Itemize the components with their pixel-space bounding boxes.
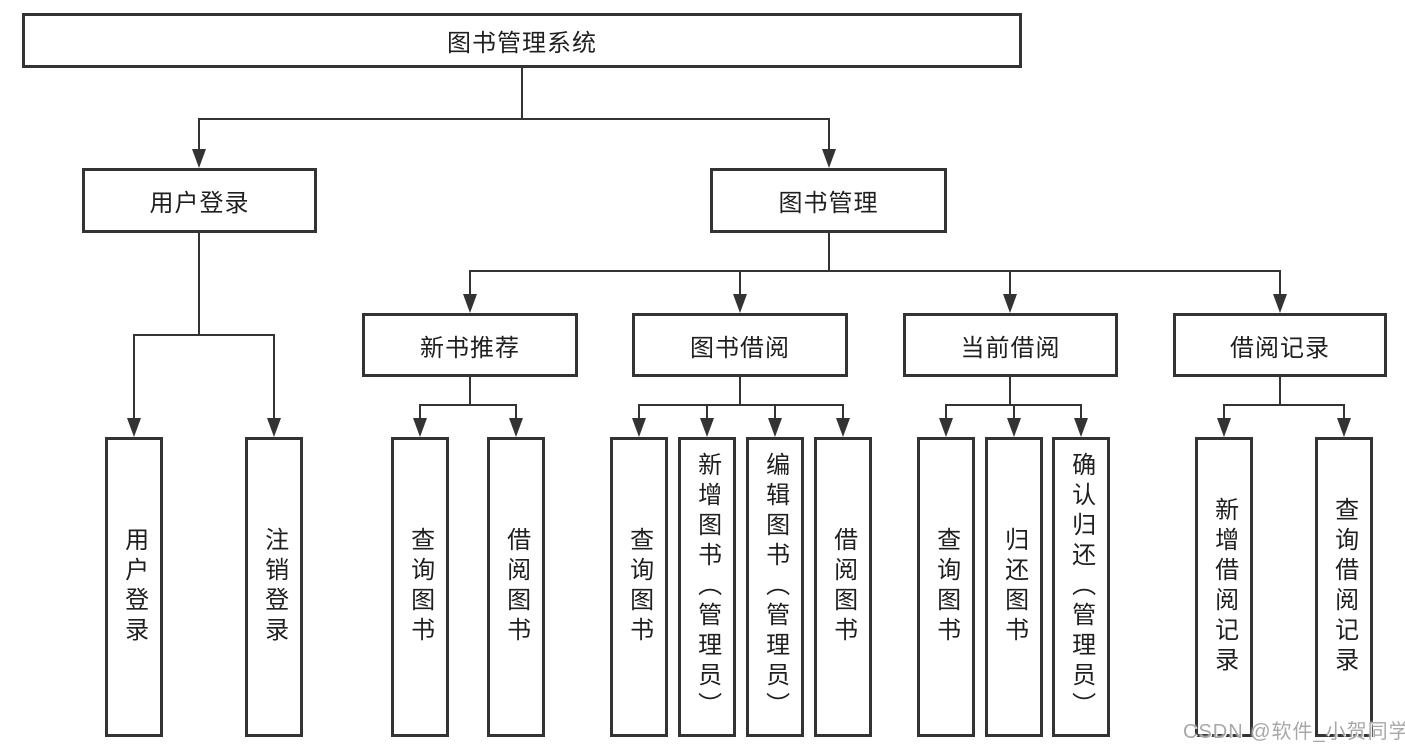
connector-segment xyxy=(1013,404,1015,419)
connector-segment xyxy=(1009,270,1011,296)
connector-segment xyxy=(1343,404,1345,419)
arrowhead xyxy=(836,418,850,437)
node-current-borrowing: 当前借阅 xyxy=(903,313,1118,377)
node-book-management: 图书管理 xyxy=(710,168,947,233)
connector-segment xyxy=(469,270,1281,272)
node-label: 图书管理 xyxy=(778,190,879,217)
arrowhead xyxy=(939,418,953,437)
leaf-add-borrow-record: 新增借阅记录 xyxy=(1195,437,1253,737)
arrowhead xyxy=(1007,418,1021,437)
leaf-return-books: 归还图书 xyxy=(985,437,1043,737)
leaf-edit-books-admin: 编辑图书（管理员） xyxy=(746,437,804,737)
connector-segment xyxy=(1009,377,1011,406)
leaf-label: 确认归还（管理员） xyxy=(1067,452,1095,722)
node-label: 用户登录 xyxy=(149,190,250,217)
connector-segment xyxy=(419,404,421,419)
node-user-login: 用户登录 xyxy=(82,168,317,233)
leaf-label: 新增借阅记录 xyxy=(1210,497,1238,677)
connector-segment xyxy=(945,404,947,419)
connector-segment xyxy=(515,404,517,419)
connector-segment xyxy=(198,233,200,335)
arrowhead xyxy=(632,418,646,437)
connector-segment xyxy=(133,334,135,419)
connector-segment xyxy=(133,334,275,336)
node-borrowing-records: 借阅记录 xyxy=(1173,313,1387,377)
connector-segment xyxy=(774,404,776,419)
connector-segment xyxy=(828,118,830,150)
connector-segment xyxy=(469,270,471,296)
connector-segment xyxy=(521,68,523,119)
node-library-management-system: 图书管理系统 xyxy=(22,13,1022,68)
leaf-label: 归还图书 xyxy=(1000,527,1028,647)
leaf-borrow-books-borrowing: 借阅图书 xyxy=(814,437,872,737)
leaf-label: 编辑图书（管理员） xyxy=(761,452,789,722)
arrowhead xyxy=(1273,294,1287,313)
node-label: 借阅记录 xyxy=(1230,334,1330,362)
leaf-label: 查询图书 xyxy=(406,527,434,647)
leaf-label: 注销登录 xyxy=(260,527,288,647)
connector-segment xyxy=(842,404,844,419)
leaf-query-borrow-record: 查询借阅记录 xyxy=(1315,437,1373,737)
leaf-query-books-recommend: 查询图书 xyxy=(391,437,449,737)
connector-segment xyxy=(828,233,830,271)
leaf-query-books-borrowing: 查询图书 xyxy=(610,437,668,737)
leaf-label: 借阅图书 xyxy=(502,527,530,647)
arrowhead xyxy=(822,149,836,168)
leaf-label: 查询图书 xyxy=(625,527,653,647)
arrowhead xyxy=(463,294,477,313)
connector-segment xyxy=(419,404,517,406)
connector-segment xyxy=(739,377,741,406)
connector-segment xyxy=(1223,404,1345,406)
connector-segment xyxy=(1279,377,1281,406)
leaf-label: 查询图书 xyxy=(932,527,960,647)
node-book-borrowing: 图书借阅 xyxy=(632,313,848,377)
node-label: 当前借阅 xyxy=(960,334,1061,362)
node-label: 图书管理系统 xyxy=(447,30,597,57)
leaf-label: 查询借阅记录 xyxy=(1330,497,1358,677)
leaf-label: 借阅图书 xyxy=(829,527,857,647)
arrowhead xyxy=(768,418,782,437)
arrowhead xyxy=(1337,418,1351,437)
connector-segment xyxy=(469,377,471,406)
node-new-book-recommendation: 新书推荐 xyxy=(362,313,578,377)
arrowhead xyxy=(1003,294,1017,313)
arrowhead xyxy=(700,418,714,437)
leaf-confirm-return-admin: 确认归还（管理员） xyxy=(1052,437,1110,737)
arrowhead xyxy=(1074,418,1088,437)
arrowhead xyxy=(1217,418,1231,437)
leaf-label: 新增图书（管理员） xyxy=(693,452,721,722)
connector-segment xyxy=(1279,270,1281,296)
connector-segment xyxy=(1223,404,1225,419)
arrowhead xyxy=(127,418,141,437)
arrowhead xyxy=(413,418,427,437)
leaf-add-books-admin: 新增图书（管理员） xyxy=(678,437,736,737)
leaf-user-login: 用户登录 xyxy=(105,437,163,737)
arrowhead xyxy=(267,418,281,437)
leaf-borrow-books-recommend: 借阅图书 xyxy=(487,437,545,737)
connector-segment xyxy=(706,404,708,419)
connector-segment xyxy=(1080,404,1082,419)
node-label: 新书推荐 xyxy=(420,334,520,362)
leaf-query-books-current: 查询图书 xyxy=(917,437,975,737)
leaf-logout-login: 注销登录 xyxy=(245,437,303,737)
connector-segment xyxy=(739,270,741,296)
leaf-label: 用户登录 xyxy=(120,527,148,647)
connector-segment xyxy=(198,118,200,150)
arrowhead xyxy=(192,149,206,168)
arrowhead xyxy=(509,418,523,437)
watermark: CSDN @软件_小贺同学 xyxy=(1183,721,1405,743)
node-label: 图书借阅 xyxy=(690,334,790,362)
arrowhead xyxy=(733,294,747,313)
connector-segment xyxy=(273,334,275,419)
connector-segment xyxy=(638,404,844,406)
connector-segment xyxy=(638,404,640,419)
connector-segment xyxy=(198,118,830,120)
